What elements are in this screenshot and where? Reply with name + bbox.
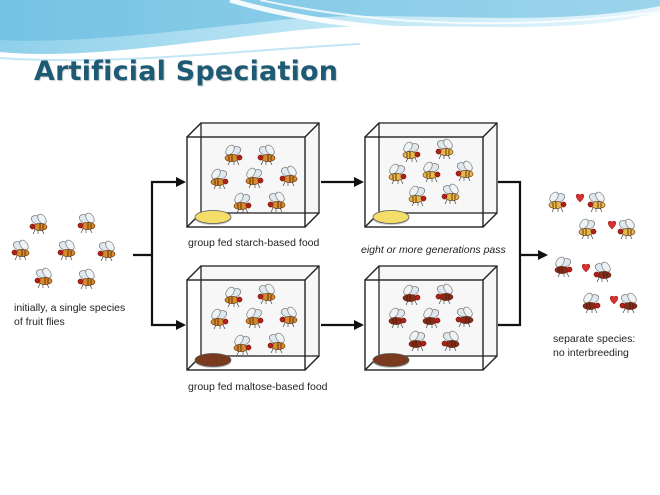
food-dish-icon (194, 353, 232, 368)
fruit-fly-icon (267, 191, 286, 213)
fruit-fly-icon (422, 161, 441, 183)
maltose-group-label: group fed maltose-based food (188, 381, 328, 393)
fruit-fly-icon (408, 330, 427, 352)
fruit-fly-icon (548, 191, 567, 213)
food-dish-icon (372, 210, 410, 225)
fruit-fly-icon (11, 239, 30, 261)
heart-icon (610, 295, 618, 305)
result-label-line1: separate species: (553, 333, 636, 345)
fruit-fly-icon (77, 212, 96, 234)
fruit-fly-icon (224, 286, 243, 308)
fruit-fly-icon (245, 167, 264, 189)
fruit-fly-icon (29, 213, 48, 235)
fruit-fly-icon (388, 163, 407, 185)
fruit-fly-icon (441, 183, 460, 205)
fruit-fly-icon (408, 185, 427, 207)
fruit-fly-icon (402, 284, 421, 306)
heart-icon (608, 220, 616, 230)
result-label-line2: no interbreeding (553, 347, 629, 359)
fruit-fly-icon (57, 239, 76, 261)
fruit-fly-icon (455, 306, 474, 328)
fruit-fly-icon (210, 168, 229, 190)
fruit-fly-icon (279, 306, 298, 328)
fruit-fly-icon (233, 334, 252, 356)
fruit-fly-icon (210, 308, 229, 330)
generations-label: eight or more generations pass (361, 244, 506, 256)
fruit-fly-icon (582, 292, 601, 314)
jar-box-icon (186, 122, 320, 228)
fruit-fly-icon (554, 256, 573, 278)
fruit-fly-icon (257, 283, 276, 305)
fruit-fly-icon (267, 332, 286, 354)
fruit-fly-icon (279, 165, 298, 187)
merge-line (498, 180, 548, 260)
fruit-fly-icon (245, 307, 264, 329)
food-dish-icon (194, 210, 232, 225)
starch-group-label: group fed starch-based food (188, 237, 320, 249)
fruit-fly-icon (617, 218, 636, 240)
fruit-fly-icon (619, 292, 638, 314)
heart-icon (582, 263, 590, 273)
header-banner (0, 0, 660, 70)
slide-title: Artificial Speciation (34, 56, 339, 87)
fruit-fly-icon (593, 261, 612, 283)
initial-label-line2: of fruit flies (14, 316, 65, 328)
fruit-fly-icon (435, 283, 454, 305)
fruit-fly-icon (77, 268, 96, 290)
fruit-fly-icon (441, 330, 460, 352)
initial-label-line1: initially, a single species (14, 302, 126, 314)
branch-line (150, 255, 186, 330)
fruit-fly-icon (257, 144, 276, 166)
branch-line (133, 177, 186, 257)
heart-icon (576, 193, 584, 203)
merge-line (498, 255, 522, 327)
fruit-fly-icon (435, 138, 454, 160)
fruit-fly-icon (224, 144, 243, 166)
fruit-fly-icon (587, 191, 606, 213)
fruit-fly-icon (97, 240, 116, 262)
food-dish-icon (372, 353, 410, 368)
fruit-fly-icon (578, 218, 597, 240)
fruit-fly-icon (388, 307, 407, 329)
fruit-fly-icon (422, 307, 441, 329)
fruit-fly-icon (402, 141, 421, 163)
fruit-fly-icon (34, 267, 53, 289)
fruit-fly-icon (233, 192, 252, 214)
fruit-fly-icon (455, 160, 474, 182)
